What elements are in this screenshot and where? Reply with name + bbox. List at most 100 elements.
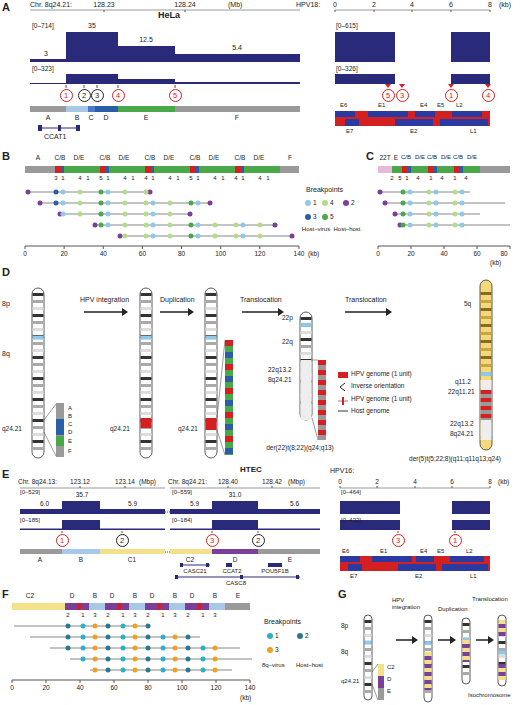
dot — [401, 201, 406, 206]
bar — [481, 402, 492, 406]
dot — [383, 201, 388, 206]
bar — [196, 166, 199, 173]
bar — [425, 652, 432, 656]
label: 0 — [333, 1, 337, 9]
bar — [212, 549, 258, 554]
breakpoint-mark — [448, 84, 454, 88]
line — [298, 246, 299, 249]
label: 1 — [151, 175, 154, 182]
bar — [225, 436, 233, 442]
label: 1 — [405, 175, 408, 182]
label: C2 — [387, 664, 395, 671]
dot — [144, 223, 149, 228]
bar — [225, 603, 250, 610]
bar — [365, 662, 372, 665]
line — [62, 531, 63, 533]
bar — [225, 424, 233, 430]
bar — [141, 356, 152, 359]
line — [148, 680, 149, 683]
line — [20, 488, 165, 489]
label: 1 — [196, 175, 199, 182]
label: [0–326] — [336, 65, 358, 72]
label: [0–615] — [336, 22, 358, 29]
line — [50, 648, 240, 649]
chromosome — [462, 618, 470, 684]
label: C1 — [128, 556, 136, 563]
bar — [425, 690, 432, 693]
dot — [99, 201, 104, 206]
line — [217, 340, 225, 418]
bar — [378, 676, 384, 688]
dot — [196, 223, 201, 228]
bar — [170, 509, 212, 514]
bar — [225, 358, 233, 364]
line — [490, 486, 491, 488]
bar — [33, 377, 44, 380]
bar — [225, 454, 233, 455]
label: 60 — [139, 250, 146, 257]
label: E2 — [415, 573, 422, 580]
bar — [481, 410, 492, 414]
bar — [33, 398, 44, 401]
label: B — [93, 592, 97, 599]
bar — [463, 665, 470, 668]
dot — [189, 234, 194, 239]
legend-swatch — [338, 372, 348, 378]
legend-text: 3 — [313, 213, 317, 220]
label: D/E — [119, 154, 130, 161]
label: 123.12 — [70, 478, 90, 485]
label: 5.9 — [190, 500, 199, 507]
label: B — [79, 556, 83, 563]
bar — [206, 356, 217, 359]
line — [340, 486, 341, 488]
bar — [141, 433, 152, 436]
line — [490, 10, 491, 12]
label: 80 — [178, 250, 185, 257]
dot — [241, 234, 246, 239]
dot — [168, 212, 173, 217]
bar — [206, 405, 217, 408]
line — [122, 531, 123, 533]
bar — [463, 640, 470, 644]
label: 2 — [106, 612, 109, 619]
bar — [66, 32, 118, 62]
dot — [213, 657, 218, 662]
bar — [425, 668, 432, 672]
bar — [118, 106, 175, 112]
dot — [186, 646, 191, 651]
bar — [141, 314, 152, 317]
bar — [368, 111, 408, 117]
dot — [118, 234, 123, 239]
dot — [208, 201, 213, 206]
bar — [33, 412, 44, 415]
bar — [66, 106, 88, 112]
callout-number: 2 — [252, 534, 265, 547]
label: 60 — [110, 684, 117, 691]
label: E — [387, 688, 391, 695]
line — [510, 246, 511, 249]
label: 1 — [176, 175, 179, 182]
bar — [340, 556, 360, 562]
label: HPV integration — [392, 597, 428, 610]
line — [44, 404, 56, 420]
label: CASC8 — [226, 580, 246, 587]
dot — [408, 190, 413, 195]
label: 1 — [61, 175, 64, 182]
arrow-head — [488, 636, 494, 644]
bar — [378, 688, 384, 700]
bar — [365, 690, 372, 693]
dot — [99, 190, 104, 195]
bar — [463, 648, 470, 652]
line — [64, 246, 65, 249]
dot — [144, 190, 149, 195]
line — [216, 680, 217, 683]
label: Translocation — [472, 596, 508, 603]
bar — [345, 119, 359, 126]
label: E2 — [410, 128, 417, 135]
bar — [33, 336, 44, 340]
label: 8q–virus — [262, 662, 285, 669]
dot — [106, 223, 111, 228]
label: 40 — [440, 250, 447, 257]
bar — [258, 509, 320, 514]
label: D — [68, 429, 72, 436]
